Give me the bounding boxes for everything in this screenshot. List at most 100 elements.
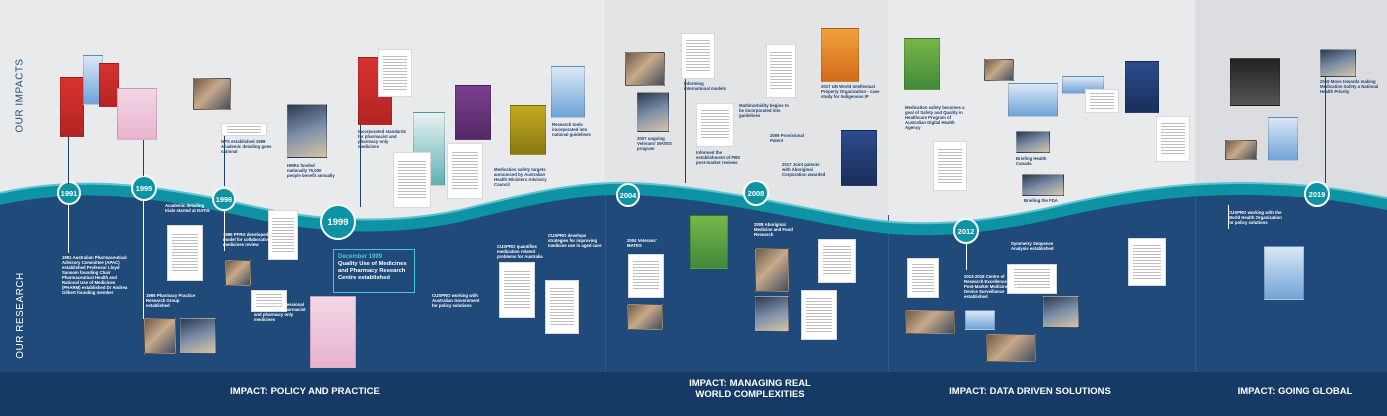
nps-logo-thumbnail [221, 123, 267, 136]
note-aboriginal: 2008 Aboriginal Medicine and Food Resear… [754, 222, 793, 237]
note-matesd: 2007 ongoing Veterans' MATES program [637, 136, 672, 151]
connector-line [224, 211, 225, 251]
group-photo-thumbnail [984, 59, 1014, 81]
note-pfrg: 1996 PFRG developed model for collaborat… [223, 232, 271, 247]
note-multimorbidity: Multimorbidity begins to be incorporated… [739, 103, 789, 118]
document-thumbnail [907, 258, 939, 298]
note-professional: Developing professional standards for ph… [254, 302, 306, 322]
map-cover-thumbnail [1008, 83, 1058, 117]
connector-line [1325, 77, 1326, 183]
report-cover-thumbnail [841, 130, 877, 186]
note-standards: Incorporated standards for pharmacist an… [358, 129, 406, 149]
connector-line [1228, 205, 1229, 229]
connector-line [360, 125, 361, 207]
report-cover-thumbnail [690, 215, 728, 269]
note-digital: Medication safety becomes a goal of Safe… [905, 105, 965, 130]
note-cuspro-gov: CUSPRO working with Australian Governmen… [432, 293, 480, 308]
report-cover-thumbnail [99, 63, 119, 107]
note-canada: Briefing Health Canada [1016, 156, 1047, 166]
speaker-photo-thumbnail [1320, 49, 1356, 77]
note-pbs: Informed the establishment of PBS post-m… [696, 150, 741, 165]
document-thumbnail [933, 141, 967, 191]
who-report-cover-thumbnail [1264, 246, 1304, 300]
mates-document-thumbnail [628, 254, 664, 298]
fda-photo-thumbnail [1022, 174, 1064, 196]
note-academic: Academic detailing trials started at DAT… [165, 203, 210, 213]
side-label-research: OUR RESEARCH [2, 255, 38, 375]
note-international: Informing international models [684, 81, 727, 91]
document-thumbnail [696, 103, 734, 147]
connector-line [685, 79, 686, 183]
note-who: CUSPRO working with the World Health Org… [1228, 210, 1282, 225]
group-photo-thumbnail [1043, 296, 1079, 328]
year-marker-2019: 2019 [1304, 181, 1330, 207]
note-targets: Medication safety targets announced by A… [494, 167, 547, 187]
group-photo-thumbnail [986, 334, 1036, 362]
document-thumbnail [681, 33, 715, 79]
guidelines-cover-thumbnail [551, 66, 585, 118]
timeline-wave-highlight [0, 181, 1387, 225]
year-marker-1999: 1999 [320, 204, 356, 240]
side-label-impacts-text: OUR IMPACTS [14, 57, 26, 133]
side-label-research-text: OUR RESEARCH [14, 271, 26, 359]
researcher-photo-thumbnail [144, 318, 176, 354]
team-photo-thumbnail [627, 304, 663, 330]
pink-cover-thumbnail [117, 88, 157, 140]
qumprc-highlight: December 1999 Quality Use of Medicines a… [333, 249, 415, 293]
who-cover-thumbnail [1230, 58, 1280, 106]
document-thumbnail [545, 280, 579, 334]
note-mates: 2004 Veterans' MATES [627, 238, 657, 248]
era-title-complexities: IMPACT: MANAGING REAL WORLD COMPLEXITIES [689, 378, 811, 400]
era-separator-1 [605, 195, 606, 416]
document-thumbnail [1128, 238, 1166, 286]
document-thumbnail [801, 290, 837, 340]
note-cuspro-aged: CUSPRO develops strategies for improving… [548, 233, 602, 248]
connector-line [966, 244, 967, 270]
note-hmrs: HMRs funded nationally 75,000 people ben… [287, 163, 335, 178]
connector-line [143, 201, 144, 319]
wipo-cover-thumbnail [821, 28, 859, 82]
era-title-policy: IMPACT: POLICY AND PRACTICE [230, 386, 380, 397]
note-global: 2019 Move towards making Medication Safe… [1320, 79, 1379, 94]
document-thumbnail [251, 290, 287, 312]
report-cover-thumbnail [1125, 61, 1159, 113]
note-cuspro-problems: CUSPRO quantifies medication related pro… [497, 244, 543, 259]
report-cover-thumbnail [1268, 117, 1298, 161]
award-photo-thumbnail [193, 78, 231, 110]
era-separator-3 [1195, 190, 1196, 416]
research-photo-thumbnail [225, 260, 251, 286]
connector-line [68, 136, 69, 184]
standards-cover-thumbnail [310, 296, 356, 368]
building-photo-thumbnail [1016, 131, 1050, 153]
document-thumbnail [1085, 89, 1119, 113]
era-title-global: IMPACT: GOING GLOBAL [1237, 386, 1353, 397]
note-joint: 2017 Joint patents with Aboriginal Corpo… [782, 162, 826, 177]
year-marker-2012: 2012 [953, 218, 979, 244]
note-nps: NPS established 1998 Academic detailing … [221, 139, 272, 154]
note-fda: Briefing the FDA [1024, 198, 1058, 203]
document-thumbnail [268, 210, 298, 260]
document-thumbnail [499, 262, 535, 318]
connector-line [143, 140, 144, 176]
note-research-tools: Research tools incorporated into nationa… [552, 122, 591, 137]
document-thumbnail [818, 239, 856, 283]
year-marker-1991: 1991 [57, 181, 81, 205]
connector-line [224, 136, 225, 186]
note-wipo: 2017 UN World Intellectual Property Orga… [821, 84, 880, 99]
note-symmetry: Symmetry Sequence Analysis established [1011, 241, 1054, 251]
side-label-impacts: OUR IMPACTS [2, 35, 38, 155]
year-marker-2004: 2004 [616, 183, 640, 207]
standards-document-thumbnail [378, 49, 412, 97]
report-cover-thumbnail [455, 85, 491, 140]
era-title-data: IMPACT: DATA DRIVEN SOLUTIONS [949, 386, 1111, 397]
document-thumbnail [167, 225, 203, 281]
hmr-cover-thumbnail [287, 104, 327, 158]
mountain-photo-thumbnail [1225, 140, 1257, 160]
document-thumbnail [766, 44, 796, 98]
document-thumbnail [393, 152, 431, 208]
document-thumbnail [1156, 116, 1190, 162]
note-adec: 1991 Australian Pharmaceutical Advisory … [62, 255, 128, 295]
note-coe: 2013-2018 Centre of Research Excellence … [964, 274, 1018, 299]
document-thumbnail [1007, 264, 1057, 294]
